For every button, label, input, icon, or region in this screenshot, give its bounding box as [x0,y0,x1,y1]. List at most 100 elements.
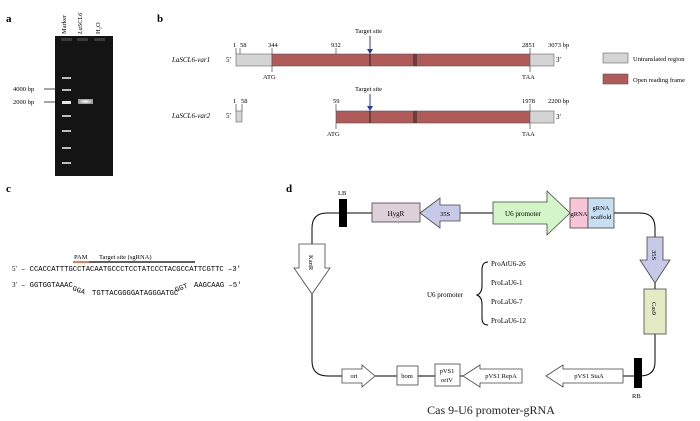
hygr-label: HygR [388,210,405,218]
panel-label-a: a [6,13,12,25]
panel-label-d: d [286,183,292,195]
top-strand-sequence: – CCACCATTTGCCTACAATGCCCTCCTATCCCTACGCCA… [21,266,241,274]
u6-list-item-3: ProLaU6-7 [491,298,523,306]
var2-pos-58: 58 [241,98,248,105]
lane-label-h2o: H₂O [95,22,102,34]
gel-wells [61,38,105,41]
ori-label: ori [350,373,357,380]
gene-legend: Untranslated region Open reading frame [602,52,685,85]
bottom-strand-bulge-2: GGT [174,283,190,295]
sgrna-sequence: PAM Target site (sgRNA) 5′ – CCACCATTTGC… [12,254,241,298]
var2-utr3 [529,110,555,124]
legend-swatch-orf [602,73,629,85]
u6-list-brace [475,261,489,326]
bottom-strand-3prime: 3′ [12,281,18,289]
plasmid-caption: Cas 9-U6 promoter-gRNA [427,403,555,417]
var2-target-arrow-icon [367,106,373,111]
var1-pos-1: 1 [233,42,236,49]
var1-5prime: 5′ [226,56,232,64]
var2-name: LaSCL6-var2 [171,112,211,120]
kanr-label: KanR [307,255,314,271]
pcr-band [78,99,93,104]
p35s-top-arrow [419,197,461,229]
var1-pos-58: 58 [240,42,247,49]
p35s-top-label: 35S [440,211,451,218]
grna-scaffold-line2: scaffold [591,214,613,221]
var2-3prime: 3′ [556,113,562,121]
lane-label-lascl6: LaSCL6 [77,12,84,35]
bottom-strand-seq-part2: TGTTACGGGGATAGGGATGC [92,290,179,298]
var2-start-codon: ATG [327,131,340,138]
gene-var2: LaSCL6-var2 5′ 3′ 1 58 59 1978 2200 bp T… [171,86,569,138]
var2-stop-codon: TAA [522,131,535,138]
var2-utr5 [235,110,243,123]
lane-label-marker: Marker [61,14,68,34]
var1-utr3 [529,53,555,67]
size-markers: 4000 bp 2000 bp [13,86,55,106]
var1-start-codon: ATG [263,74,276,81]
var2-5prime: 5′ [226,112,232,120]
cas9-box [643,288,667,335]
var2-orf [335,110,531,124]
legend-label-utr: Untranslated region [633,56,685,63]
var1-utr5 [235,53,273,67]
var1-name: LaSCL6-var1 [171,56,210,64]
bottom-strand-seq-part3: AAGCAAG –5′ [194,282,241,290]
var1-pos-3073: 3073 bp [548,42,569,49]
legend-label-orf: Open reading frame [633,77,685,84]
var2-target-label: Target site [355,86,382,93]
pvs1-oriv-line2: oriV [441,377,453,384]
size-marker-2000: 2000 bp [13,99,34,106]
pvs1-oriv-line1: pVS1 [440,368,455,375]
right-border-bar [634,358,642,388]
u6-list-item-1: ProAtU6-26 [491,260,526,268]
u6-list-item-4: ProLaU6-12 [491,317,526,325]
gel-image [55,36,113,176]
target-site-label: Target site (sgRNA) [99,254,152,261]
top-strand-5prime: 5′ [12,265,18,273]
u6-promoter-label: U6 promoter [505,210,542,218]
var1-stop-codon: TAA [522,74,535,81]
bom-box [396,365,419,386]
pvs1-staa-label: pVS1 StaA [574,373,604,380]
u6-promoter-list: U6 promoter ProAtU6-26 ProLaU6-1 ProLaU6… [427,260,526,326]
gel-lane-labels: Marker LaSCL6 H₂O [61,12,102,35]
u6-list-item-2: ProLaU6-1 [491,279,523,287]
panel-label-c: c [6,183,11,195]
pvs1-repa-arrow [462,364,523,388]
var1-pos-2851: 2851 [522,42,535,49]
grna-label: gRNA [571,211,588,218]
grna-scaffold-line1: gRNA [593,205,610,212]
u6-list-label: U6 promoter [427,291,464,299]
plasmid-backbone [311,212,656,377]
marker-ladder [62,77,71,164]
pvs1-staa-arrow [545,364,624,388]
var1-target-arrow-icon [367,49,373,54]
kanr-arrow [293,243,331,295]
bottom-strand-bulge-1: GGA [71,285,87,297]
var2-pos-2200: 2200 bp [548,98,569,105]
p35s-right-arrow [639,236,671,284]
var2-pos-59: 59 [333,98,340,105]
var2-pos-1: 1 [233,98,236,105]
var1-pos-932: 932 [331,42,341,49]
pvs1-repa-label: pVS1 RepA [485,373,517,380]
gene-var1: LaSCL6-var1 5′ 3′ 1 58 344 932 2851 3073… [171,28,569,81]
cas9-label: Cas9 [650,302,657,315]
size-marker-4000: 4000 bp [13,86,34,93]
var1-3prime: 3′ [556,56,562,64]
pvs1-oriv-box [434,363,461,387]
ori-arrow [341,364,376,388]
u6-promoter-arrow [492,190,571,236]
var2-pos-1978: 1978 [522,98,535,105]
left-border-label: LB [338,190,347,197]
var1-target-label: Target site [355,28,382,35]
p35s-right-label: 35S [650,250,657,261]
grna-scaffold-box [587,197,615,229]
right-border-label: RB [632,393,641,400]
bom-label: bom [401,373,413,380]
pam-label: PAM [74,254,88,261]
var1-orf [271,53,531,67]
legend-swatch-utr [602,52,629,64]
bottom-strand-seq-part1: – GGTGGTAAAC [21,282,73,290]
